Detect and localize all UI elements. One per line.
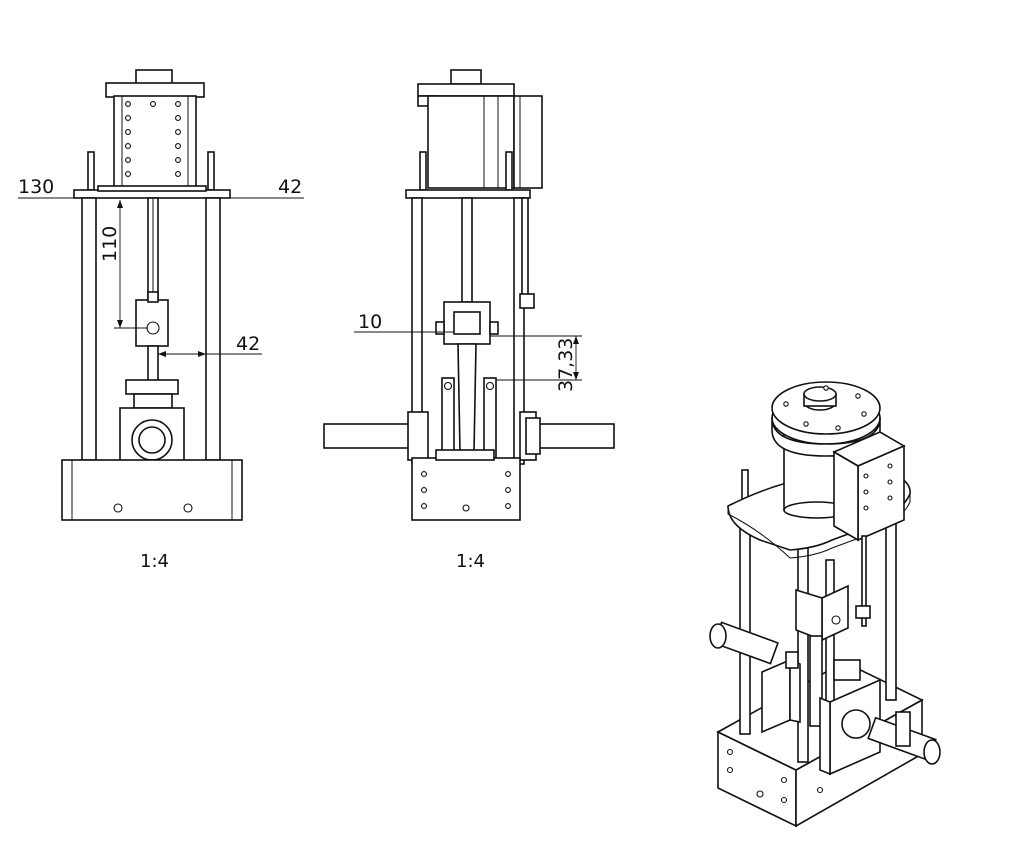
dim-37-33: 37,33	[555, 338, 577, 392]
dim-110: 110	[99, 226, 121, 262]
dim-42-top: 42	[278, 176, 302, 198]
side-base-holes	[421, 471, 511, 512]
side-view: 10 37,33 1:4	[323, 69, 615, 572]
dim-130: 130	[18, 176, 54, 198]
side-scale-label: 1:4	[456, 551, 485, 572]
front-dimensions	[18, 197, 304, 357]
isometric-view	[709, 381, 941, 828]
front-view: 130 42 110 42 1:4	[18, 69, 304, 572]
side-dimensions	[354, 331, 582, 381]
dim-42-rod: 42	[236, 333, 260, 355]
front-scale-label: 1:4	[140, 551, 169, 572]
iso-base-holes	[726, 748, 824, 804]
front-housing-holes	[125, 101, 181, 177]
dim-10: 10	[358, 311, 382, 333]
